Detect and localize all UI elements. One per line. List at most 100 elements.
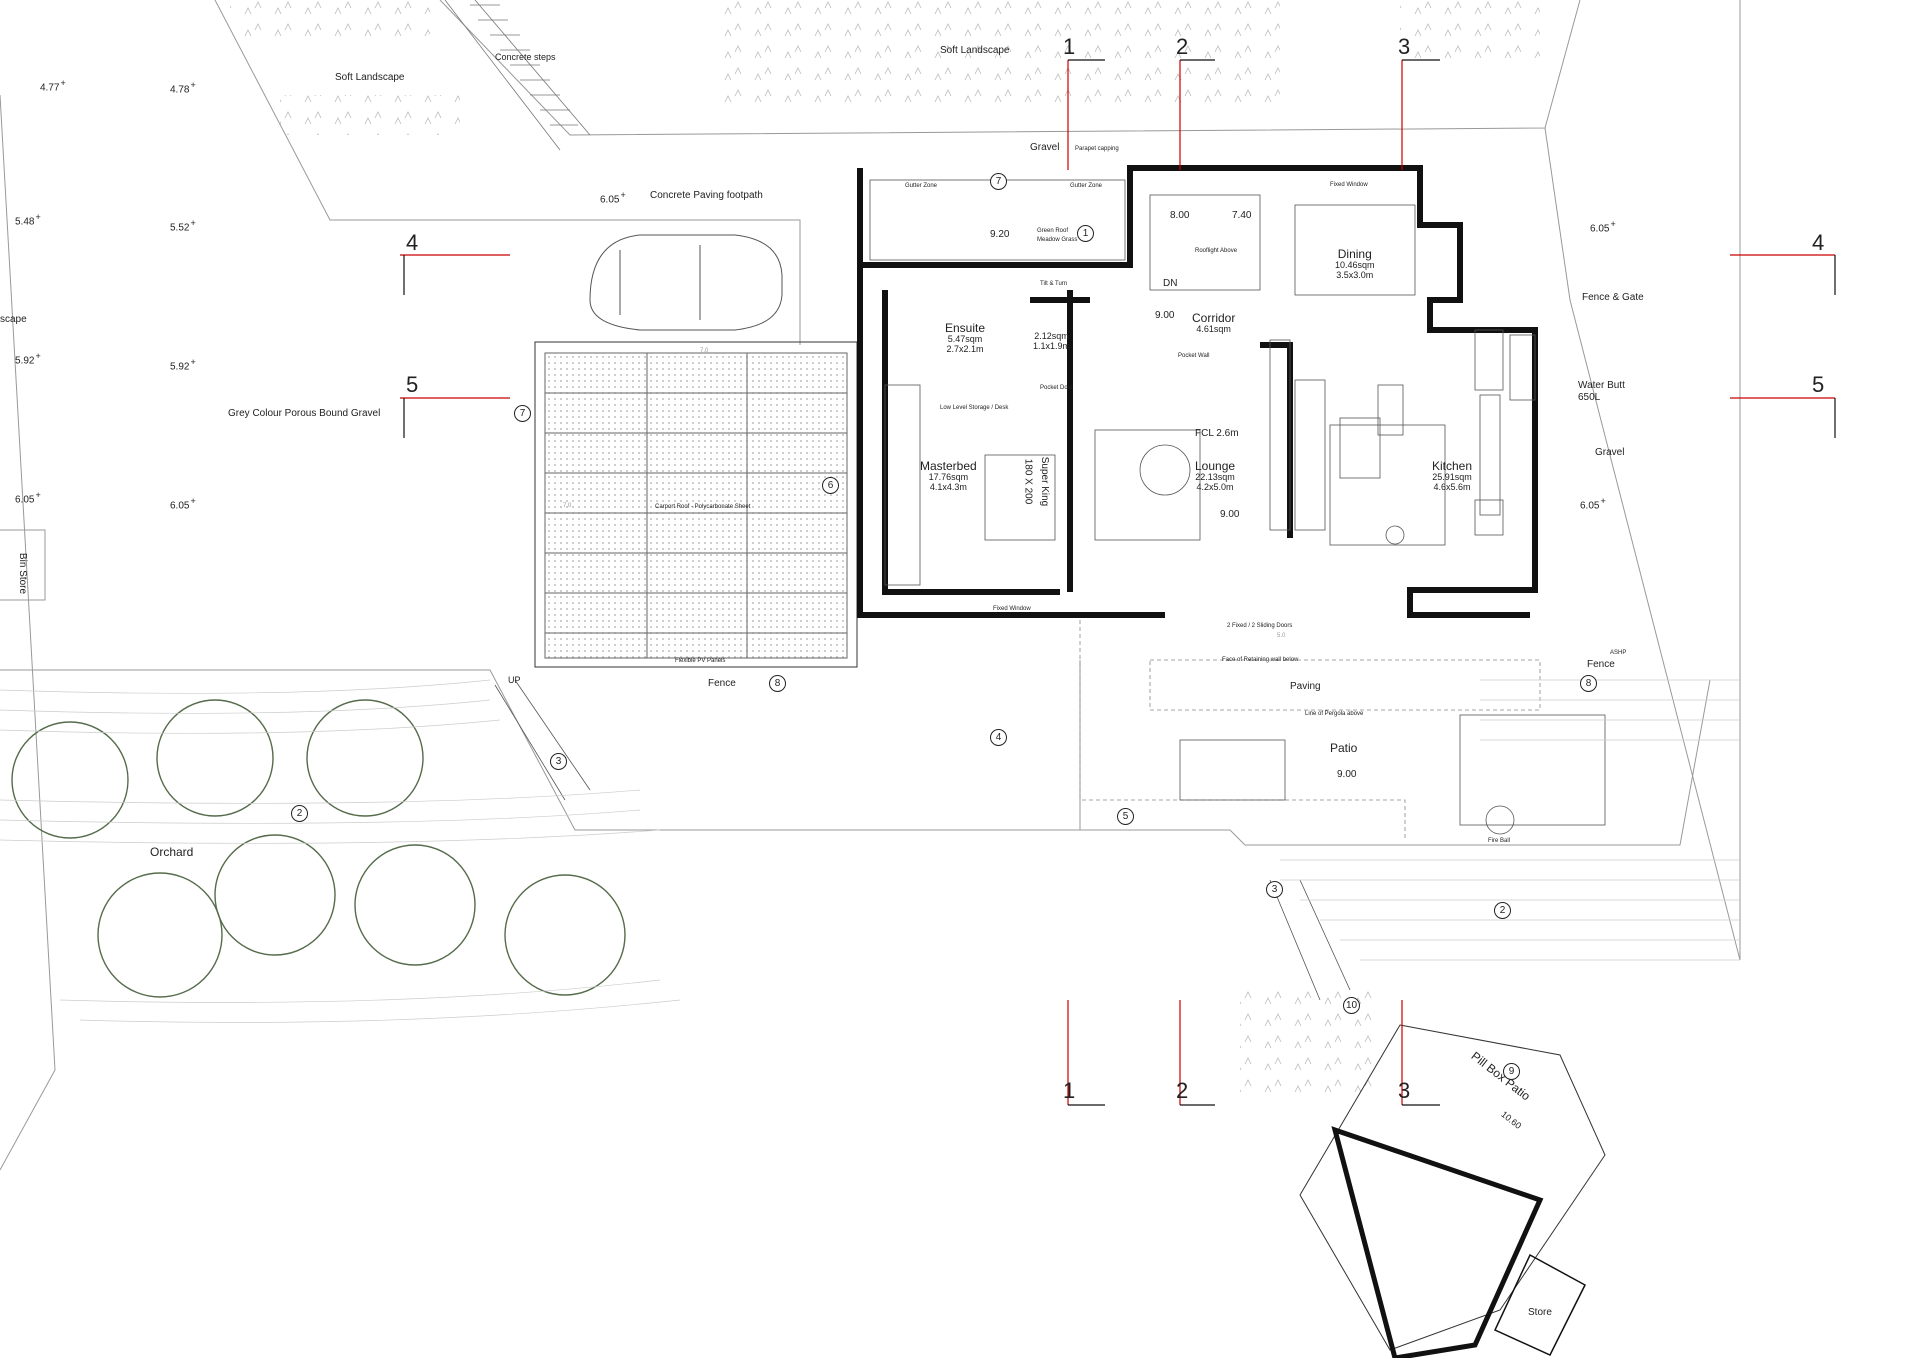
soft-landscape-label: Soft Landscape <box>335 72 405 83</box>
fire-ball-label: Fire Ball <box>1488 838 1511 844</box>
callout-10: 10 <box>1343 997 1360 1014</box>
section-mark-5: 5 <box>406 372 419 397</box>
lounge-fcl: FCL 2.6m <box>1195 428 1239 439</box>
spot-level: 9.00 <box>1337 769 1357 780</box>
room-name: Dining <box>1337 247 1372 261</box>
room-dims: 3.5x3.0m <box>1336 270 1374 281</box>
fence-gate-label: Fence & Gate <box>1582 292 1644 303</box>
callout-5: 5 <box>1117 808 1134 825</box>
lounge-width-dim: 5.0 <box>1277 633 1286 639</box>
room-lounge: Lounge 22.13sqm 4.2x5.0m <box>1195 459 1236 493</box>
pill-box <box>1299 1024 1606 1358</box>
retaining-wall-label: Face of Retaining wall below <box>1222 657 1299 663</box>
grey-gravel-label: Grey Colour Porous Bound Gravel <box>228 408 381 419</box>
landscape-cut-label: scape <box>0 314 27 325</box>
spot-level: 4.78 <box>170 80 196 95</box>
room-masterbed: Masterbed 17.76sqm 4.1x4.3m <box>920 459 977 493</box>
ashp-note: ASHP <box>1610 650 1627 656</box>
section-mark-2: 2 <box>1176 1078 1189 1103</box>
spot-level: 6.05 <box>1580 496 1606 511</box>
soft-landscape-label: Soft Landscape <box>940 45 1010 56</box>
site-steps <box>494 679 1351 1001</box>
section-mark-4: 4 <box>1812 230 1825 255</box>
room-dims: 4.6x5.6m <box>1433 482 1471 493</box>
patio-label: Patio <box>1330 741 1358 755</box>
room-area: 10.46sqm <box>1335 260 1375 271</box>
spot-level: 4.77 <box>40 78 66 93</box>
room-area: 22.13sqm <box>1195 472 1235 483</box>
room-name: Lounge <box>1195 459 1236 473</box>
concrete-steps-label: Concrete steps <box>495 52 556 62</box>
room-name: Masterbed <box>920 459 977 473</box>
room-name: Corridor <box>1192 311 1236 325</box>
spot-level: 9.00 <box>1220 509 1240 520</box>
site-boundary-lines <box>0 0 1741 1171</box>
room-area: 25.91sqm <box>1432 472 1472 483</box>
spot-level: 5.92 <box>170 357 196 372</box>
pocket-wall-label: Pocket Wall <box>1178 353 1210 359</box>
store-label: Store <box>1528 1307 1552 1318</box>
spot-level: 5.92 <box>15 351 41 366</box>
pv-panels-label: Flexible PV Panels <box>675 658 726 664</box>
stair-dn-label: DN <box>1163 278 1178 289</box>
rooflight-note: Rooflight Above <box>1195 248 1238 254</box>
house-walls <box>857 165 1538 618</box>
callout-8: 8 <box>1580 675 1597 692</box>
callout-2: 2 <box>1494 902 1511 919</box>
gravel-label: Gravel <box>1595 447 1625 458</box>
gutter-zone-note: Gutter Zone <box>1070 183 1103 189</box>
room-dining: Dining 10.46sqm 3.5x3.0m <box>1335 247 1375 281</box>
spot-level: 9.20 <box>990 229 1010 240</box>
callout-9: 9 <box>1503 1063 1520 1080</box>
callout-8: 8 <box>769 675 786 692</box>
spot-level: 6.05 <box>1590 219 1616 234</box>
carport-dim-top: 7.0 <box>700 348 709 354</box>
room-area: 4.61sqm <box>1196 324 1231 335</box>
spot-level: 5.48 <box>15 212 41 227</box>
callout-7: 7 <box>514 405 531 422</box>
section-mark-3: 3 <box>1398 1078 1411 1103</box>
pocket-door-label: Pocket Door <box>1040 385 1074 391</box>
pergola-label: Line of Pergola above <box>1305 711 1364 717</box>
room-area: 5.47sqm <box>947 334 983 345</box>
section-mark-1: 1 <box>1063 34 1076 59</box>
room-dims: 4.2x5.0m <box>1196 482 1234 493</box>
green-roof-sub: Meadow Grass <box>1037 237 1078 243</box>
section-mark-5: 5 <box>1812 372 1825 397</box>
room-dims: 1.1x1.9m <box>1033 340 1071 351</box>
room-name: Ensuite <box>945 321 986 335</box>
section-ticks <box>403 59 1836 1106</box>
spot-level: 9.00 <box>1155 310 1175 321</box>
room-name: Kitchen <box>1432 459 1473 473</box>
section-lines <box>400 60 1835 1105</box>
room-corridor: Corridor 4.61sqm <box>1192 311 1236 335</box>
concrete-paving-label: Concrete Paving footpath <box>650 190 763 201</box>
section-mark-4: 4 <box>406 230 419 255</box>
spot-level: 6.05 <box>600 190 626 205</box>
gravel-label: Gravel <box>1030 142 1060 153</box>
spot-level: 5.52 <box>170 218 196 233</box>
carport-roof-label: Carport Roof - Polycarbonate Sheet <box>655 504 751 510</box>
fence-label: Fence <box>1587 659 1615 670</box>
callout-6: 6 <box>822 477 839 494</box>
terrace-outline <box>1079 620 1541 840</box>
orchard-lines <box>0 679 1740 1023</box>
callout-1: 1 <box>1077 225 1094 242</box>
carport-dim-left: 7.0 <box>563 503 572 509</box>
bed-size-label: 180 X 200 <box>1022 458 1034 505</box>
spot-level: 6.05 <box>15 490 41 505</box>
spot-level: 8.00 <box>1170 210 1190 221</box>
room-kitchen: Kitchen 25.91sqm 4.6x5.6m <box>1432 459 1473 493</box>
parapet-note: Parapet capping <box>1075 146 1119 152</box>
water-butt-volume: 650L <box>1578 392 1601 403</box>
paving-label: Paving <box>1290 681 1321 692</box>
room-area: 17.76sqm <box>928 472 969 483</box>
stair-up-label: UP <box>508 675 521 685</box>
fixed-window-note: Fixed Window <box>993 606 1031 612</box>
storage-label: Low Level Storage / Desk <box>940 405 1009 411</box>
car-outline <box>589 234 783 331</box>
interior-details <box>869 179 1536 586</box>
section-mark-2: 2 <box>1176 34 1189 59</box>
room-dims: 2.7x2.1m <box>946 344 984 355</box>
